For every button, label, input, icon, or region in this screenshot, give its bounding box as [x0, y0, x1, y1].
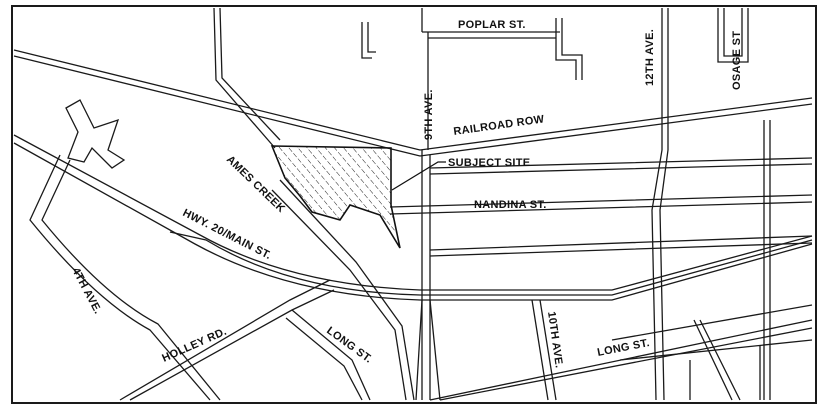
street-upper	[429, 157, 813, 175]
subject-site	[270, 145, 401, 249]
interchange-zigzag	[65, 99, 126, 169]
label-poplar-st: POPLAR ST.	[458, 19, 526, 31]
railroad-row	[13, 49, 813, 151]
hwy-20-main-st	[13, 134, 813, 291]
road-network	[13, 7, 813, 401]
nandina-st	[389, 194, 813, 215]
hwy-20-main-st-edge	[13, 142, 813, 301]
label-twelfth-ave: 12TH AVE.	[644, 29, 656, 86]
subject-site-leader	[391, 161, 446, 191]
ninth-ave	[421, 150, 431, 400]
twelfth-ave	[651, 8, 669, 401]
cross-street	[429, 235, 813, 257]
poplar-st	[421, 8, 560, 150]
label-ninth-ave: 9TH AVE.	[423, 89, 435, 140]
right-street-1	[763, 120, 771, 400]
ninth-south-curve	[415, 299, 441, 401]
label-osage-st: OSAGE ST	[731, 31, 743, 90]
map-frame	[11, 5, 817, 404]
se-grid	[611, 304, 813, 400]
osage-st	[717, 8, 749, 63]
right-street-2	[693, 319, 741, 401]
label-nandina-st: NANDINA ST.	[474, 199, 547, 211]
label-subject-site: SUBJECT SITE	[448, 157, 530, 169]
railroad-row-edge	[13, 55, 813, 157]
poplar-west-spur	[361, 22, 376, 59]
fourth-ave	[29, 154, 221, 401]
poplar-bend	[555, 18, 583, 80]
long-st-west	[285, 309, 371, 401]
hwy-inner-ramp	[169, 231, 813, 296]
creek-road	[213, 7, 281, 149]
tenth-ave	[531, 299, 557, 401]
creek-channel	[271, 179, 415, 401]
